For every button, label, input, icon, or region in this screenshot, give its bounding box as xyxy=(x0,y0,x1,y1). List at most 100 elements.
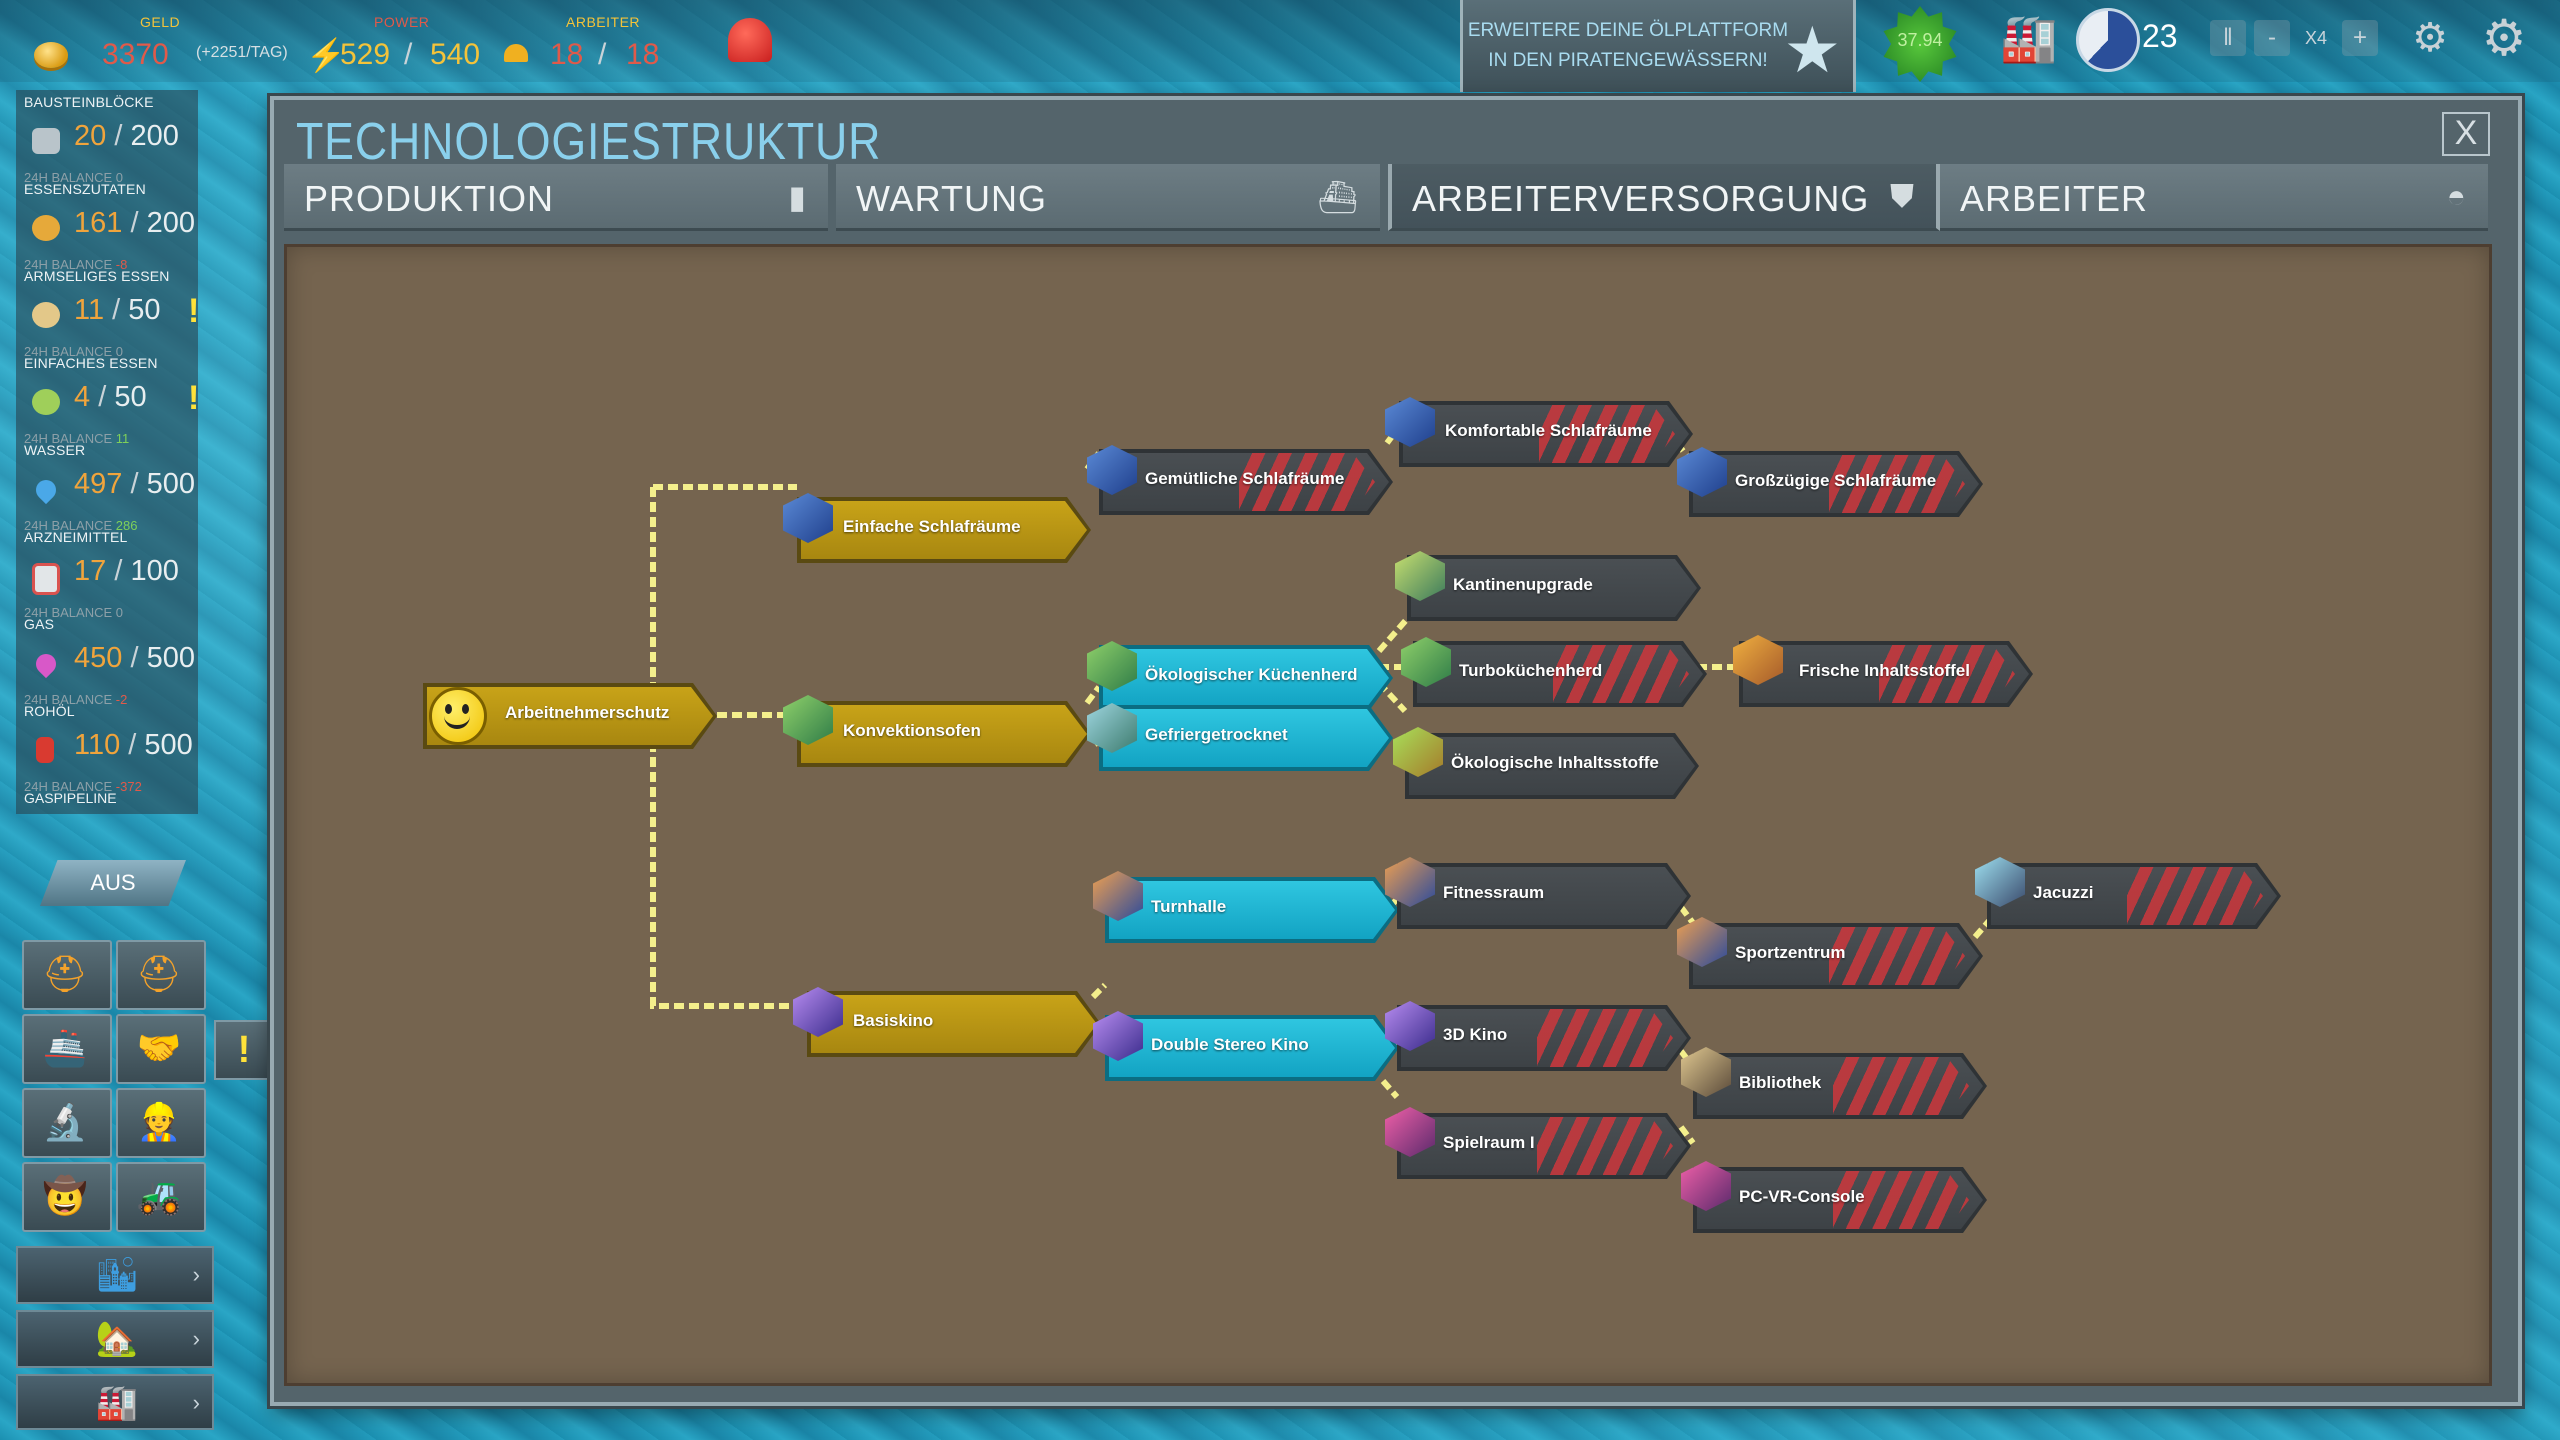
tech-node-fitnessraum[interactable]: Fitnessraum xyxy=(1397,863,1691,929)
tech-node-label: Gefriergetrocknet xyxy=(1145,725,1288,744)
tech-node-pc-vr-console[interactable]: PC-VR-Console xyxy=(1693,1167,1987,1233)
chevron-right-icon: › xyxy=(192,1326,200,1351)
tech-node-turnhalle[interactable]: Turnhalle xyxy=(1105,877,1399,943)
tech-node-3d-kino[interactable]: 3D Kino xyxy=(1397,1005,1691,1071)
tab-label: WARTUNG xyxy=(856,178,1047,219)
tech-node-konvektionsofen[interactable]: Konvektionsofen xyxy=(797,701,1091,767)
bulldozer-button[interactable]: 🚜 xyxy=(116,1162,206,1232)
tab-arbeiter[interactable]: ARBEITER ◓ xyxy=(1940,164,2488,231)
tech-node-double-stereo-kino[interactable]: Double Stereo Kino xyxy=(1105,1015,1399,1081)
tech-node-frische-inhaltsstoffe[interactable]: Frische Inhaltsstoffel xyxy=(1739,641,2033,707)
tech-node-oekologische-inhaltsstoffe[interactable]: Ökologische Inhaltsstoffe xyxy=(1405,733,1699,799)
speed-value: X4 xyxy=(2304,28,2328,48)
pause-button[interactable]: ‖ xyxy=(2210,20,2246,56)
money-per-day: (+2251/TAG) xyxy=(196,44,288,61)
speed-plus-button[interactable]: + xyxy=(2342,20,2378,56)
speed-minus-button[interactable]: - xyxy=(2254,20,2290,56)
ship-button[interactable]: 🚢 xyxy=(22,1014,112,1084)
jacuzzi-icon xyxy=(1975,857,2025,907)
tech-node-einfache-schlafraeume[interactable]: Einfache Schlafräume xyxy=(797,497,1091,563)
close-button[interactable]: X xyxy=(2442,112,2490,156)
resource-label: ROHÖL xyxy=(24,703,75,719)
alert-button[interactable]: ! xyxy=(214,1020,274,1080)
tech-node-label: Bibliothek xyxy=(1739,1073,1822,1092)
smiley-icon xyxy=(429,687,487,745)
dormitory-icon xyxy=(1087,445,1137,495)
resource-label: ARMSELIGES ESSEN xyxy=(24,268,170,284)
score-badge[interactable]: 37.94 xyxy=(1883,6,1957,82)
cinema-3d-icon xyxy=(1385,1001,1435,1051)
research-button[interactable]: 🔬 xyxy=(22,1088,112,1158)
tech-node-gemuetliche-schlafraeume[interactable]: Gemütliche Schlafräume xyxy=(1099,449,1393,515)
resource-max: 500 xyxy=(146,642,195,674)
tech-node-basiskino[interactable]: Basiskino xyxy=(807,991,1101,1057)
workers-button[interactable]: 👷 xyxy=(116,1088,206,1158)
resource-current: 4 xyxy=(74,381,91,413)
helmet-plus-icon: ⛑ xyxy=(42,953,88,994)
canteen-icon xyxy=(1395,551,1445,601)
aus-toggle-button[interactable]: AUS xyxy=(40,860,186,906)
tab-label: PRODUKTION xyxy=(304,178,555,219)
eco-ingredients-icon xyxy=(1393,727,1443,777)
tab-wartung[interactable]: WARTUNG ⛴ xyxy=(836,164,1380,231)
library-icon xyxy=(1681,1047,1731,1097)
worker-max: 18 xyxy=(626,38,660,71)
build-platform-button[interactable]: ⛑ xyxy=(22,940,112,1010)
gaspipeline-label: GASPIPELINE xyxy=(24,790,117,806)
tech-node-oekologischer-kuechenherd[interactable]: Ökologischer Küchenherd xyxy=(1099,645,1393,711)
turbo-stove-icon xyxy=(1401,637,1451,687)
tech-node-komfortable-schlafraeume[interactable]: Komfortable Schlafräume xyxy=(1399,401,1693,467)
tech-node-bibliothek[interactable]: Bibliothek xyxy=(1693,1053,1987,1119)
tech-node-label: Einfache Schlafräume xyxy=(843,517,1021,536)
mission-text: ERWEITERE DEINE ÖLPLATTFORM IN DEN PIRAT… xyxy=(1467,20,1789,71)
tab-arbeiterversorgung[interactable]: ARBEITERVERSORGUNG ⛊ xyxy=(1388,164,1940,231)
workers-settings-icon[interactable]: ⚙ xyxy=(2412,16,2448,60)
mission-banner[interactable]: ERWEITERE DEINE ÖLPLATTFORM IN DEN PIRAT… xyxy=(1460,0,1856,92)
category-industry-button[interactable]: 🏭› xyxy=(16,1374,214,1430)
tech-node-kantinenupgrade[interactable]: Kantinenupgrade xyxy=(1407,555,1701,621)
trade-button[interactable]: 🤝 xyxy=(116,1014,206,1084)
worker-current: 18 xyxy=(550,38,584,71)
tech-tree-canvas: Arbeitnehmerschutz Einfache Schlafräume … xyxy=(284,244,2492,1386)
tech-node-turbokuechenherd[interactable]: Turboküchenherd xyxy=(1413,641,1707,707)
power-sep: / xyxy=(404,38,413,71)
tech-node-grosszuegige-schlafraeume[interactable]: Großzügige Schlafräume xyxy=(1689,451,1983,517)
resource-current: 497 xyxy=(74,468,123,500)
city-buildings-icon: 🏙 xyxy=(95,1256,139,1294)
top-bar: GELD 3370 (+2251/TAG) POWER ⚡ 529 / 540 … xyxy=(0,0,2560,92)
medicine-icon xyxy=(32,563,60,595)
blueprint-button[interactable]: ⛑ xyxy=(116,940,206,1010)
tech-node-gefriergetrocknet[interactable]: Gefriergetrocknet xyxy=(1099,705,1393,771)
platform-icon[interactable]: 🏭 xyxy=(2000,12,2058,64)
resource-balance: 24H BALANCE 0 xyxy=(24,170,124,185)
simple-food-icon xyxy=(32,389,60,415)
gym-icon xyxy=(1093,871,1143,921)
tech-node-jacuzzi[interactable]: Jacuzzi xyxy=(1987,863,2281,929)
day-counter: 23 xyxy=(2142,18,2178,54)
alarm-bell-icon[interactable] xyxy=(728,18,772,62)
gas-icon xyxy=(31,649,61,679)
category-farm-button[interactable]: 🏡› xyxy=(16,1310,214,1368)
shield-icon: ⛊ xyxy=(1889,178,1914,214)
day-clock-icon xyxy=(2076,8,2140,72)
poor-food-icon xyxy=(32,302,60,328)
tech-node-spielraum-1[interactable]: Spielraum I xyxy=(1397,1113,1691,1179)
explore-button[interactable]: 🤠 xyxy=(22,1162,112,1232)
resource-label: GAS xyxy=(24,616,55,632)
tech-node-label: Frische Inhaltsstoffel xyxy=(1799,661,1970,680)
tech-node-label: Großzügige Schlafräume xyxy=(1735,471,1937,490)
resource-label: EINFACHES ESSEN xyxy=(24,355,158,371)
tech-node-label: Gemütliche Schlafräume xyxy=(1145,469,1345,488)
resource-max: 200 xyxy=(130,120,179,152)
category-buildings-button[interactable]: 🏙› xyxy=(16,1246,214,1304)
tech-node-label: Fitnessraum xyxy=(1443,883,1545,902)
tab-produktion[interactable]: PRODUKTION ▮ xyxy=(284,164,828,231)
helmet-icon xyxy=(504,44,528,62)
gear-icon[interactable]: ⚙ xyxy=(2481,10,2527,66)
tab-label: ARBEITER xyxy=(1960,178,2149,219)
handshake-coins-icon: 🤝 xyxy=(136,1027,182,1068)
farm-icon: 🏡 xyxy=(95,1320,139,1358)
tech-node-sportzentrum[interactable]: Sportzentrum xyxy=(1689,923,1983,989)
tab-label: ARBEITERVERSORGUNG xyxy=(1412,178,1870,219)
resource-current: 110 xyxy=(74,729,121,761)
